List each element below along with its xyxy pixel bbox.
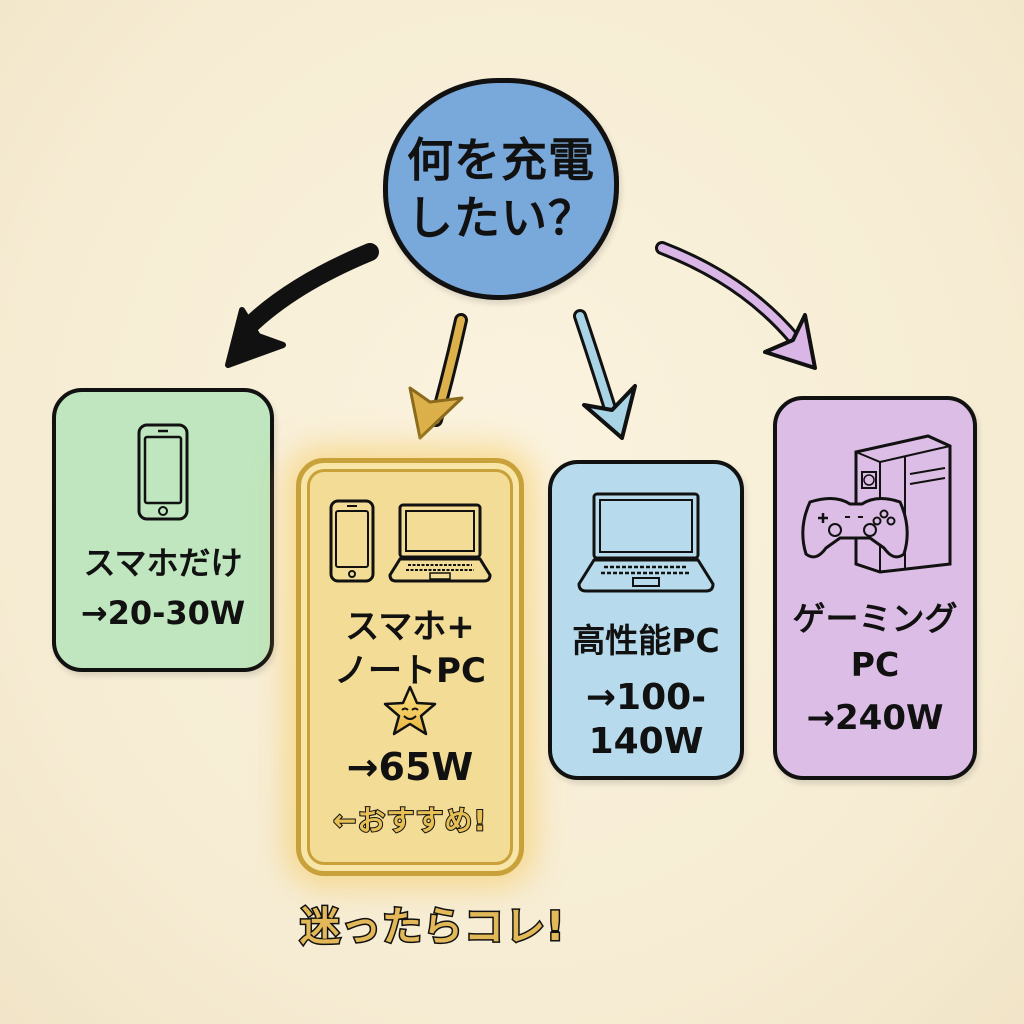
card-laptop-title-line-1: スマホ+ bbox=[345, 607, 475, 647]
arrow-to-laptop bbox=[408, 313, 468, 440]
laptop-icon bbox=[577, 492, 715, 593]
card-high-performance-pc: 高性能PC →100- 140W bbox=[548, 460, 744, 780]
pc-tower-icon bbox=[854, 434, 952, 574]
card-phone-only: スマホだけ →20-30W bbox=[52, 388, 274, 672]
smartphone-icon bbox=[137, 423, 189, 521]
card-laptop-title-line-2: ノートPC bbox=[334, 651, 486, 691]
card-pc-title: 高性能PC bbox=[572, 621, 720, 660]
gaming-pc-controller-icon bbox=[801, 434, 952, 574]
laptop-icon bbox=[388, 503, 492, 583]
card-pc-watt-line-2: 140W bbox=[588, 721, 704, 762]
card-phone-watt: →20-30W bbox=[80, 594, 246, 632]
card-phone-laptop-recommended: スマホ+ ノートPC →65W ←おすすめ! bbox=[296, 458, 524, 876]
arrow-to-phone bbox=[225, 243, 379, 368]
card-gaming-watt: →240W bbox=[806, 698, 944, 738]
smiling-star-icon bbox=[383, 685, 437, 736]
recommended-badge: ←おすすめ! bbox=[332, 803, 488, 838]
card-gaming-pc: ゲーミング PC →240W bbox=[773, 396, 977, 780]
smartphone-icon bbox=[329, 499, 375, 583]
card-phone-title: スマホだけ bbox=[83, 544, 243, 582]
question-line-1: 何を充電 bbox=[407, 133, 595, 187]
question-line-2: したい？ bbox=[407, 191, 595, 245]
game-controller-icon bbox=[801, 497, 909, 559]
card-pc-watt-line-1: →100- bbox=[585, 677, 707, 718]
question-circle: 何を充電 したい？ bbox=[383, 78, 619, 300]
smartphone-and-laptop-icon bbox=[328, 499, 492, 583]
tagline-if-unsure-choose-this: 迷ったらコレ! bbox=[298, 903, 566, 952]
arrow-to-gaming bbox=[655, 241, 817, 370]
arrow-to-pc bbox=[573, 309, 637, 440]
card-gaming-title-line-1: ゲーミング bbox=[792, 599, 958, 638]
card-gaming-title-line-2: PC bbox=[850, 645, 900, 684]
card-laptop-watt: →65W bbox=[346, 745, 474, 789]
